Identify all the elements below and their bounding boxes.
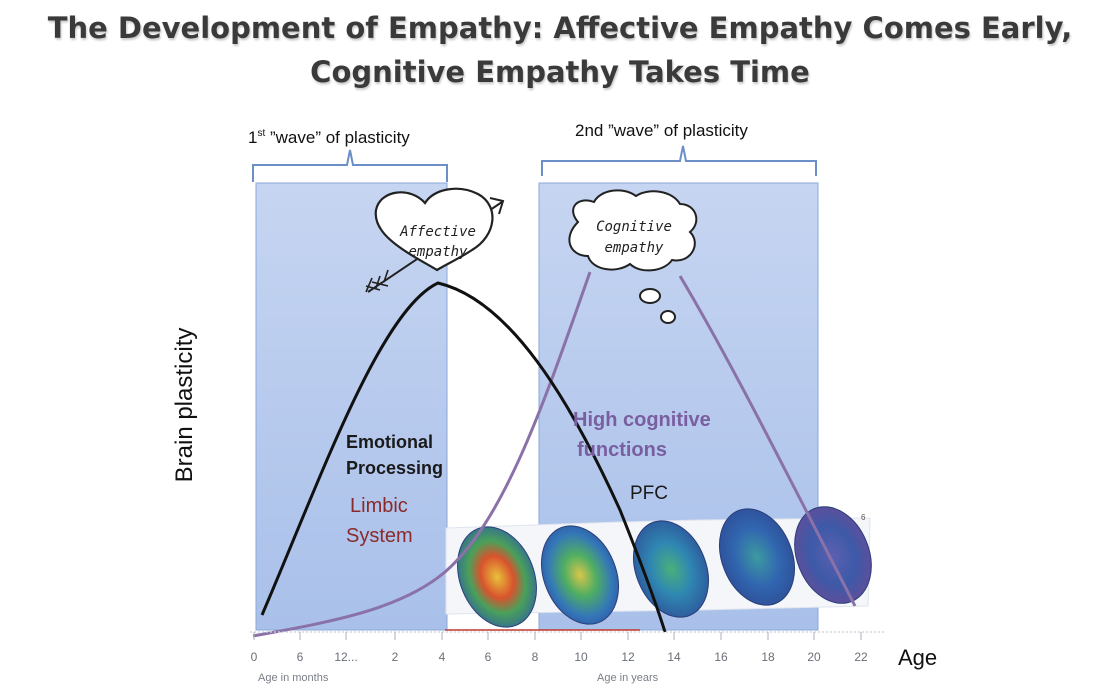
x-tick-label: 6 <box>297 650 304 664</box>
pfc-label: PFC <box>630 483 668 504</box>
years-caption: Age in years <box>597 672 659 684</box>
x-axis: 0 6 12... 2 4 6 8 10 12 14 16 18 20 22 A… <box>250 631 937 684</box>
brain-image-4 <box>719 508 795 606</box>
x-tick-label: 10 <box>574 650 588 664</box>
affective-heart-icon: Affective empathy <box>365 187 505 293</box>
page-title-line-2: Cognitive Empathy Takes Time <box>310 55 810 89</box>
x-tick-label: 22 <box>854 650 868 664</box>
x-tick-label: 8 <box>532 650 539 664</box>
x-tick-label: 6 <box>485 650 492 664</box>
x-tick-label: 12... <box>334 650 357 664</box>
first-wave-brace <box>252 149 448 182</box>
x-tick-label: 14 <box>667 650 681 664</box>
high-cognitive-line-2: functions <box>577 439 667 461</box>
emotional-processing-line-2: Processing <box>346 458 443 478</box>
x-tick-labels: 0 6 12... 2 4 6 8 10 12 14 16 18 20 22 <box>251 650 868 664</box>
heart-shape <box>374 187 494 272</box>
x-tick-label: 16 <box>714 650 728 664</box>
first-wave-label-superscript: st <box>257 128 265 139</box>
first-wave-label: 1st ”wave” of plasticity <box>248 128 410 147</box>
brain-figure-label: 6 <box>861 513 866 522</box>
x-tick-label: 2 <box>392 650 399 664</box>
y-axis-label: Brain plasticity <box>171 328 198 483</box>
x-tick-label: 4 <box>439 650 446 664</box>
heart-arrow-head <box>489 197 505 215</box>
affective-empathy-curve <box>260 281 667 633</box>
brain-image-2 <box>541 525 619 625</box>
x-tick-label: 0 <box>251 650 258 664</box>
first-wave-label-text: ”wave” of plasticity <box>265 128 410 147</box>
high-cognitive-line-1: High cognitive <box>573 409 711 431</box>
second-wave-label: 2nd ”wave” of plasticity <box>575 121 748 140</box>
thought-bubble-large <box>639 288 661 304</box>
cognitive-label-line-1: Cognitive <box>596 219 672 235</box>
cognitive-label-line-2: empathy <box>604 240 664 256</box>
emotional-processing-line-1: Emotional <box>346 432 433 452</box>
x-axis-ticks <box>253 632 862 640</box>
x-tick-label: 12 <box>621 650 635 664</box>
x-tick-label: 18 <box>761 650 775 664</box>
months-caption: Age in months <box>258 672 329 684</box>
affective-label-line-2: empathy <box>408 244 468 260</box>
brain-image-1 <box>457 526 537 628</box>
brain-images-strip: 6 <box>445 506 872 628</box>
second-wave-brace <box>541 145 817 176</box>
page-title-line-1: The Development of Empathy: Affective Em… <box>47 11 1073 45</box>
x-tick-label: 20 <box>807 650 821 664</box>
cognitive-empathy-curve <box>252 271 857 638</box>
limbic-system-line-2: System <box>346 525 413 547</box>
thought-cloud-shape <box>568 189 698 272</box>
first-wave-label-number: 1 <box>248 128 257 147</box>
affective-label-line-1: Affective <box>399 224 476 240</box>
limbic-system-line-1: Limbic <box>350 495 408 517</box>
cognitive-thought-cloud-icon: Cognitive empathy <box>568 189 698 324</box>
thought-bubble-small <box>660 310 676 324</box>
heart-arrow-feathers <box>365 269 389 293</box>
x-axis-label: Age <box>898 645 937 670</box>
